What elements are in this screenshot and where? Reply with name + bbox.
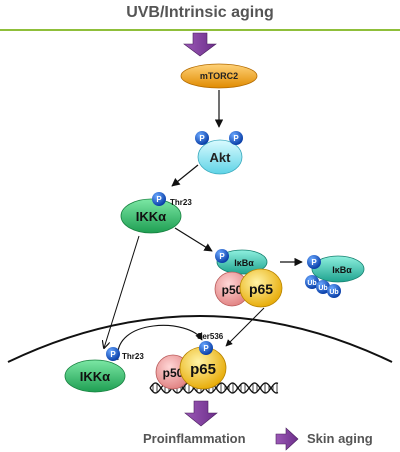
ubiquitin-3-label: Ub [329, 289, 338, 296]
stimulus-arrow [183, 32, 217, 57]
stimulus-title: UVB/Intrinsic aging [126, 4, 274, 21]
ikba-phospho-complex [215, 249, 229, 263]
ikka-phospho-nuclear [106, 347, 120, 361]
arrow-ikka-ikba [174, 227, 213, 252]
nuclear-membrane [7, 315, 393, 363]
ikba-phospho-complex-label: P [219, 252, 225, 261]
outcome-arrow [184, 400, 218, 427]
p65-label-nuclear: p65 [190, 361, 216, 378]
ikka-phospho-nuclear-label: P [110, 350, 116, 359]
p50-label-nuclear: p50 [163, 366, 184, 380]
thr23-label-nuclear: Thr23 [122, 352, 144, 361]
ikba-node-complex [216, 249, 268, 275]
ubiquitin-1-label: Ub [307, 280, 316, 287]
p65-label-cytoplasm: p65 [249, 281, 273, 297]
ikka-label-nuclear: IKKα [80, 369, 110, 384]
arrow-ikka-nuclear-translocation [104, 235, 140, 348]
ikka-phospho-top [152, 192, 166, 206]
ubiquitin-2-label: Ub [318, 285, 327, 292]
akt-phospho-right-label: P [233, 134, 239, 143]
proinflammation-label: Proinflammation [143, 431, 246, 446]
thr23-label-top: Thr23 [170, 198, 192, 207]
mtorc2-label: mTORC2 [200, 71, 238, 81]
akt-node [197, 139, 243, 175]
p50-label-cytoplasm: p50 [222, 283, 243, 297]
arrow-ikka-p65-phosphorylation [117, 324, 203, 361]
arrow-akt-ikka [171, 164, 199, 187]
skin-aging-label: Skin aging [307, 431, 373, 446]
p65-node-cytoplasm [239, 268, 283, 308]
ikba-label-free: IκBα [332, 265, 352, 275]
ikba-phospho-free [307, 255, 321, 269]
ikka-node-cytoplasm [120, 198, 182, 234]
ikba-node-free [311, 255, 365, 283]
ubiquitin-3 [327, 284, 341, 298]
ikba-label-complex: IκBα [234, 258, 254, 268]
ikka-phospho-top-label: P [156, 195, 162, 204]
ser536-label: Ser536 [197, 332, 224, 341]
akt-phospho-right [229, 131, 243, 145]
ubiquitin-2 [316, 280, 330, 294]
p65-phospho-ser536 [199, 341, 213, 355]
akt-phospho-left [195, 131, 209, 145]
ikka-label-cytoplasm: IKKα [136, 209, 166, 224]
ikka-node-nuclear [64, 359, 126, 393]
ikba-phospho-free-label: P [311, 258, 317, 267]
ubiquitin-1 [305, 275, 319, 289]
mtorc2-node [180, 63, 258, 89]
outcome-link-arrow [275, 427, 299, 451]
akt-label: Akt [210, 150, 232, 165]
p65-phospho-ser536-label: P [203, 344, 209, 353]
akt-phospho-left-label: P [199, 134, 205, 143]
arrow-nfkb-nuclear-translocation [225, 307, 265, 347]
